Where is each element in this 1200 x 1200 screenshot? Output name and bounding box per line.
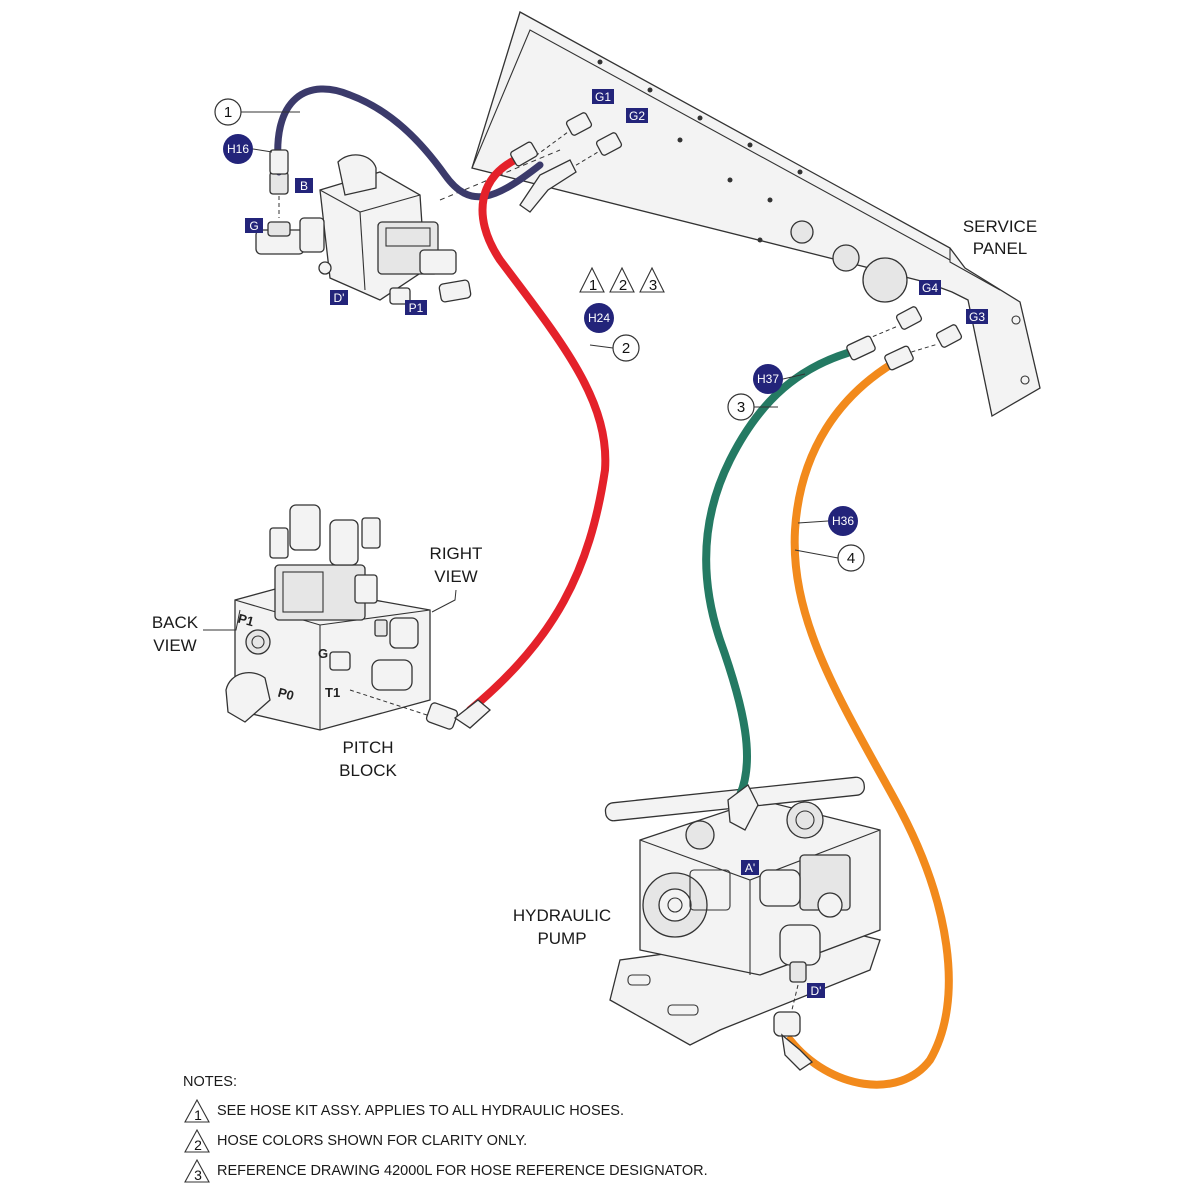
svg-text:H16: H16 [227,142,249,156]
back-view-label-line1: BACK [152,613,199,632]
top-manifold-b-fitting [269,171,289,218]
note-text: REFERENCE DRAWING 42000L FOR HOSE REFERE… [217,1163,708,1179]
notes-title: NOTES: [183,1074,237,1090]
fitting-g4 [859,306,923,343]
back-view-leader [203,609,241,631]
panel-cutout-medium [832,244,860,272]
note-item: 3 REFERENCE DRAWING 42000L FOR HOSE REFE… [183,1156,883,1186]
note-flag-icon: 3 [184,1158,210,1183]
hose-tag-h24: H24 [584,303,614,333]
top-manifold-g-fitting [255,217,325,255]
svg-text:3: 3 [649,277,657,294]
service-panel [471,11,1041,418]
callout-2: 2 [589,334,640,362]
right-view-leader [431,589,457,613]
svg-text:1: 1 [224,104,232,121]
note-item: 1 SEE HOSE KIT ASSY. APPLIES TO ALL HYDR… [183,1096,883,1126]
fitting-g3 [897,324,963,357]
panel-cutout-large [862,257,908,303]
hose-2 [466,154,610,714]
svg-text:2: 2 [619,277,627,294]
svg-text:G4: G4 [922,281,938,295]
svg-text:H37: H37 [757,372,779,386]
port-tag-g3: G3 [966,309,988,324]
pitch-port-t1: T1 [325,685,340,700]
notes-block: NOTES: 1 SEE HOSE KIT ASSY. APPLIES TO A… [183,1074,883,1186]
note-flag-icon: 2 [184,1128,210,1153]
port-tag-p1: P1 [405,300,427,315]
note-flag-triangle-2: 2 [609,266,635,294]
pitch-block-label-line2: BLOCK [339,761,397,780]
svg-text:3: 3 [737,399,745,416]
port-tag-g1: G1 [592,89,614,104]
note-flag-triangle-1: 1 [579,266,605,294]
service-panel-label-line2: PANEL [973,239,1028,258]
top-valve-manifold [318,154,472,305]
port-tag-g4: G4 [919,280,941,295]
svg-text:A': A' [745,861,755,875]
svg-text:2: 2 [622,340,630,357]
note-flag-icon: 1 [184,1098,210,1123]
svg-text:H24: H24 [588,311,610,325]
callout-3: 3 [727,393,778,421]
port-tag-b: B [295,178,313,193]
svg-text:B: B [300,179,308,193]
hydraulic-pump [604,776,881,1046]
pitch-port-p1: P1 [236,611,255,630]
svg-text:G: G [249,219,258,233]
right-view-label-line1: RIGHT [430,544,483,563]
pitch-block [225,504,431,731]
note-text: HOSE COLORS SHOWN FOR CLARITY ONLY. [217,1133,528,1149]
note-text: SEE HOSE KIT ASSY. APPLIES TO ALL HYDRAU… [217,1103,624,1119]
port-tag-d-pump: D' [807,983,825,998]
hydraulic-pump-label-line2: PUMP [537,929,586,948]
port-tag-g: G [245,218,263,233]
svg-text:H36: H36 [832,514,854,528]
port-tag-d-top: D' [330,290,348,305]
hydraulic-pump-label-line1: HYDRAULIC [513,906,611,925]
service-panel-label-line1: SERVICE [963,217,1037,236]
svg-text:2: 2 [194,1137,202,1153]
port-tag-a-pump: A' [741,860,759,875]
pitch-port-g: G [318,646,328,661]
hose-tag-h16: H16 [223,134,273,164]
svg-text:3: 3 [194,1167,202,1183]
callout-4: 4 [794,544,865,572]
svg-text:G2: G2 [629,109,645,123]
svg-text:1: 1 [194,1107,202,1123]
svg-text:D': D' [811,984,822,998]
note-flags-group: 1 2 3 [579,266,665,294]
callout-1: 1 [214,98,300,126]
svg-text:4: 4 [847,550,855,567]
back-view-label-line2: VIEW [153,636,196,655]
right-view-label-line2: VIEW [434,567,477,586]
panel-cutout-small [790,220,814,244]
port-tag-g2: G2 [626,108,648,123]
hose-4 [786,358,953,1089]
hose-3 [702,346,862,799]
hose-end-fittings [269,141,914,1071]
fitting-g2 [557,132,623,177]
svg-text:G3: G3 [969,310,985,324]
svg-text:1: 1 [589,277,597,294]
svg-text:G1: G1 [595,90,611,104]
pitch-port-p0: P0 [276,685,295,704]
hose-tag-h37: H37 [753,364,806,394]
note-item: 2 HOSE COLORS SHOWN FOR CLARITY ONLY. [183,1126,883,1156]
note-flag-triangle-3: 3 [639,266,665,294]
svg-text:P1: P1 [409,301,424,315]
svg-text:D': D' [334,291,345,305]
pitch-block-label-line1: PITCH [343,738,394,757]
hose-tag-h36: H36 [797,506,858,536]
